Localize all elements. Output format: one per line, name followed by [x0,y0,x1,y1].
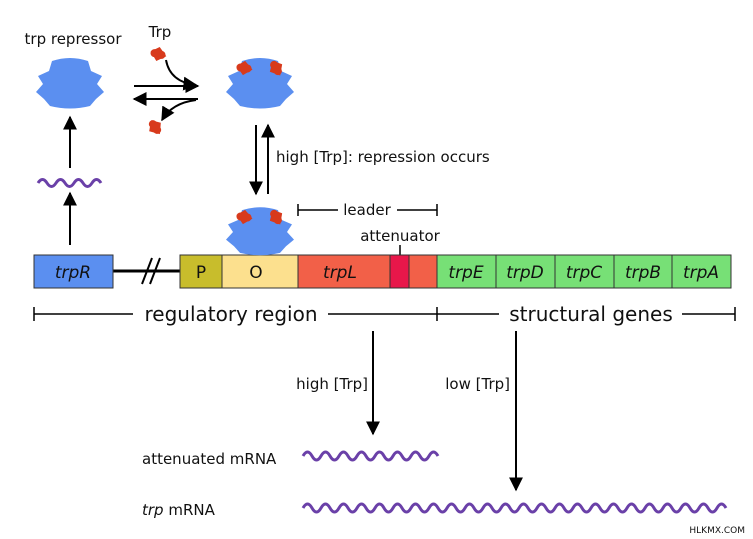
tryptophan-incoming-icon [149,45,167,63]
regulatory-region-label: regulatory region [144,302,317,326]
leader-label: leader [343,201,391,219]
trpR-gene-box [33,254,114,289]
trp-mrna-label-rest: mRNA [164,501,216,519]
dna-break-mark-left [141,257,153,285]
trp-repressor-label: trp repressor [25,30,123,48]
tryptophan-released-icon [146,118,164,136]
low-trp-label: low [Trp] [445,375,510,393]
active-repressor-icon [226,58,294,109]
trpD-gene-label: trpD [506,263,544,283]
high-trp-label: high [Trp] [296,375,368,393]
structural-genes-label: structural genes [509,302,672,326]
trp-binding-curve-arrow [165,59,198,91]
watermark-text: HLKMX.COM [689,526,745,536]
trpB-gene-label: trpB [625,263,661,283]
attenuator-box [389,254,410,289]
trp-mrna-wave [301,502,728,514]
trp-release-curve-arrow [161,99,197,122]
operator-bound-repressor-icon [226,207,294,256]
trpB-gene-box [613,254,673,289]
trpR-mrna-wave [36,178,103,188]
dna-break-mark-right [149,257,161,285]
trpA-gene-box [671,254,732,289]
attenuated-mrna-label: attenuated mRNA [142,450,277,468]
trpC-gene-box [554,254,615,289]
trp-label: Trp [148,23,172,41]
attenuator-label: attenuator [360,227,440,245]
trp-mrna-label-italic: trp [142,501,164,519]
trpA-gene-label: trpA [683,263,719,283]
attenuated-mrna-wave [301,450,440,462]
trpC-gene-label: trpC [566,263,602,283]
operator-box [221,254,299,289]
free-repressor-icon [36,58,104,109]
trpL-gene-label: trpL [323,263,357,283]
operator-label: O [249,263,262,283]
promoter-label: P [196,263,206,283]
high-trp-repression-label: high [Trp]: repression occurs [276,148,490,166]
trp-mrna-label: trp mRNA [142,501,216,519]
trpR-gene-label: trpR [55,263,91,283]
trpL-leader-box [297,254,438,289]
trpE-gene-label: trpE [448,263,483,283]
